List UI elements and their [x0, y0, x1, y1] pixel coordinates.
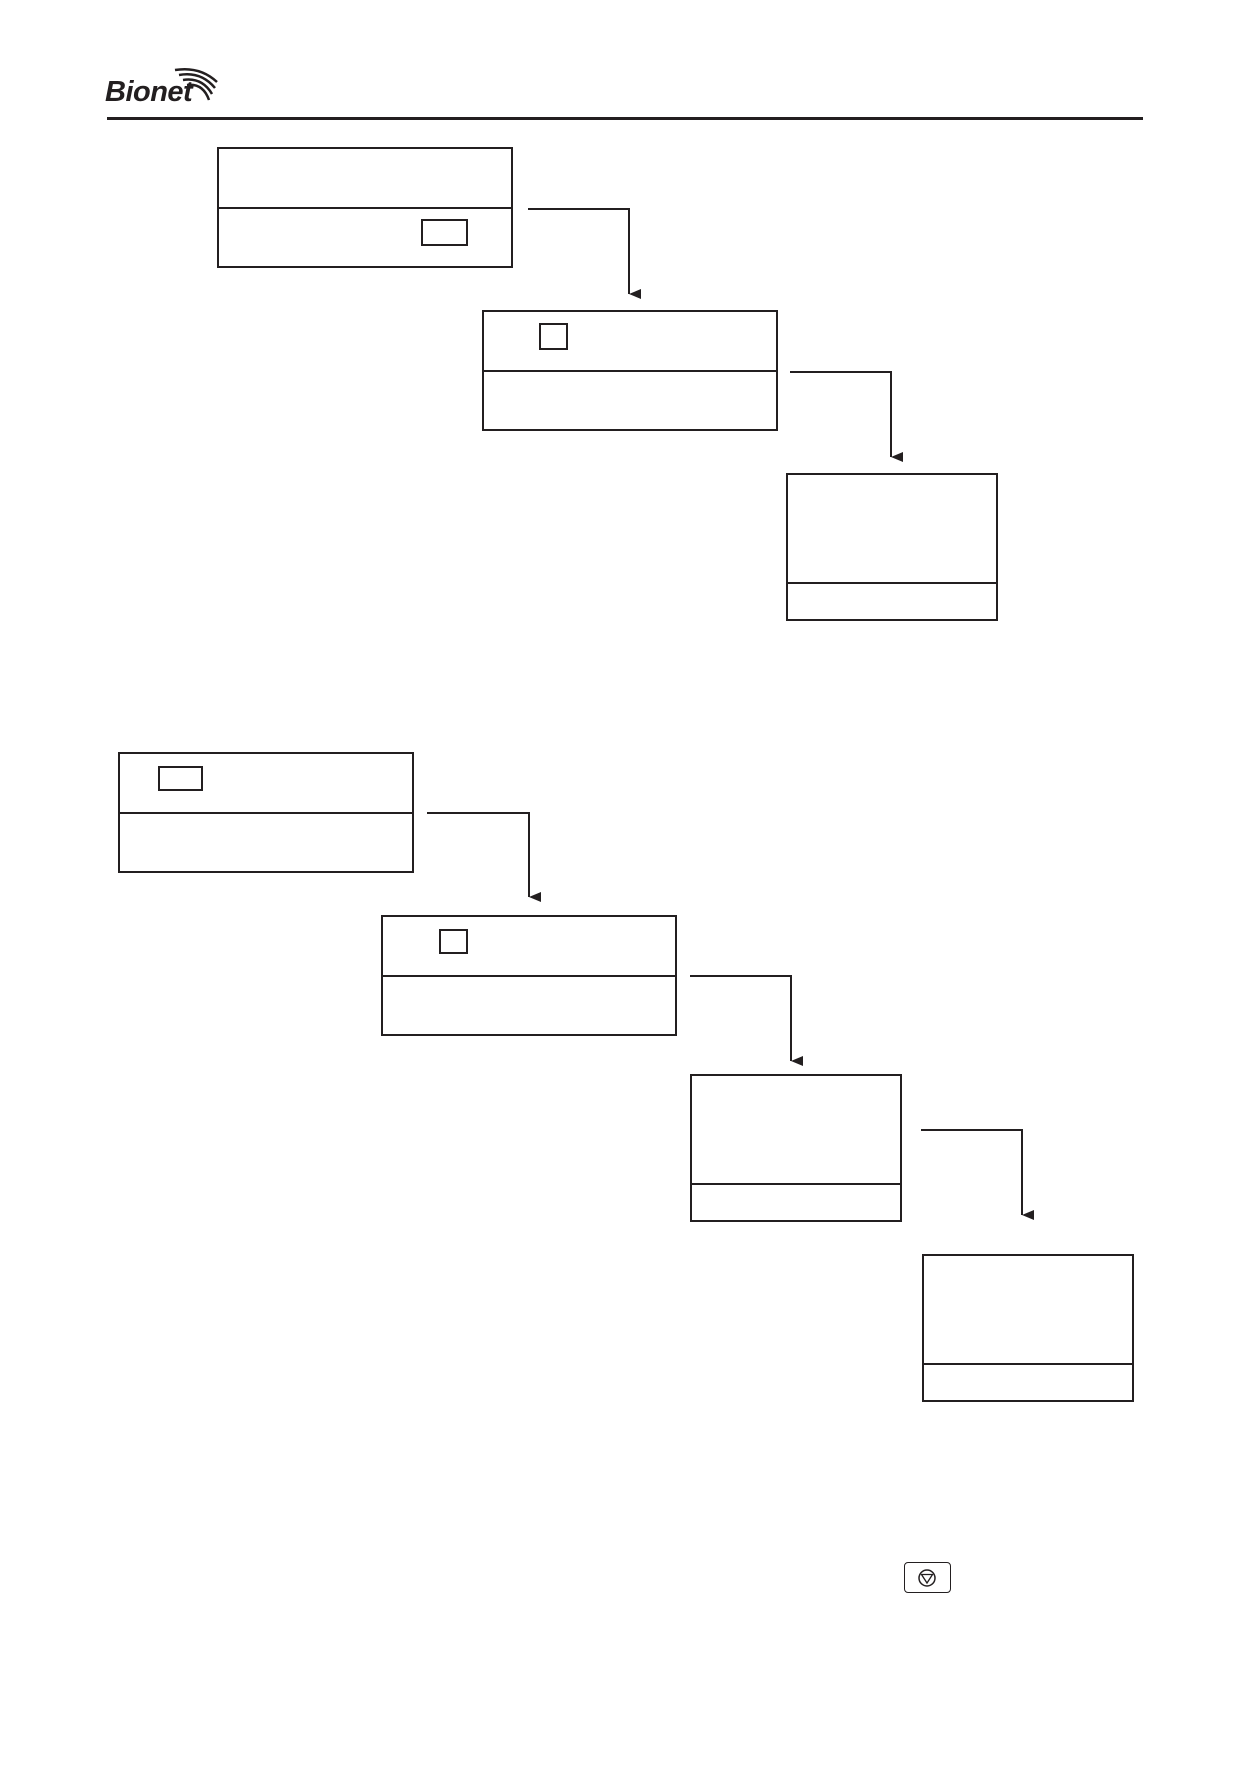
screen-divider — [924, 1363, 1132, 1365]
stop-triangle-icon — [918, 1569, 936, 1587]
brand-name: Bionet — [105, 76, 193, 108]
flow2-screen-2 — [381, 915, 677, 1036]
screen-divider — [219, 207, 511, 209]
arrow-3 — [427, 812, 541, 902]
screen-divider — [383, 975, 675, 977]
stop-key-button[interactable] — [904, 1562, 951, 1593]
arrow-2 — [790, 371, 903, 462]
flow1-screen-1 — [217, 147, 513, 268]
highlight-field — [539, 323, 568, 350]
highlight-field — [439, 929, 468, 954]
flow1-screen-2 — [482, 310, 778, 431]
screen-divider — [788, 582, 996, 584]
logo-swoosh-icon — [174, 68, 218, 101]
arrow-5 — [921, 1129, 1034, 1220]
arrow-4 — [690, 975, 803, 1066]
flow1-screen-3 — [786, 473, 998, 621]
header-rule — [107, 117, 1143, 120]
screen-divider — [484, 370, 776, 372]
highlight-field — [421, 219, 468, 246]
highlight-field — [158, 766, 203, 791]
screen-divider — [120, 812, 412, 814]
flow2-screen-4 — [922, 1254, 1134, 1402]
flow2-screen-1 — [118, 752, 414, 873]
arrow-1 — [528, 208, 641, 299]
screen-divider — [692, 1183, 900, 1185]
bionet-logo: Bionet — [105, 62, 225, 112]
flow2-screen-3 — [690, 1074, 902, 1222]
